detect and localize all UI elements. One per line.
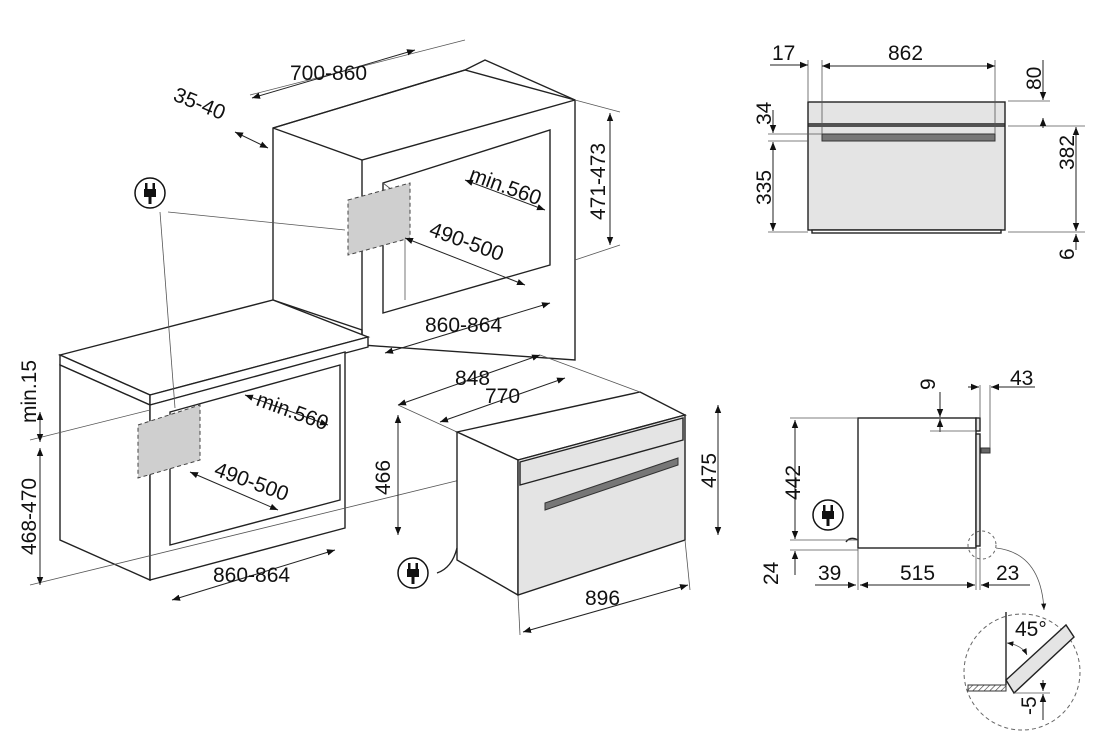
dim-front-plinth: 6 — [1056, 248, 1079, 260]
dim-side-door-depth: 43 — [1010, 367, 1033, 390]
dim-detail-offset: -5 — [1018, 696, 1041, 715]
dim-oven-depth-outer: 848 — [455, 367, 490, 390]
worktop-and-base-cabinet — [57, 299, 371, 582]
dim-oven-depth-inner: 770 — [485, 385, 520, 408]
dim-front-door-height: 382 — [1056, 135, 1079, 170]
dim-side-height: 442 — [782, 465, 805, 500]
dim-oven-body-height: 466 — [372, 460, 395, 495]
dim-front-handle-gap: 34 — [753, 101, 776, 125]
plug-icon — [397, 557, 429, 589]
dim-lower-height: 468-470 — [18, 478, 41, 555]
dim-lower-clearance: min.15 — [18, 360, 41, 423]
dim-lower-niche-front: 860-864 — [213, 564, 290, 587]
dim-front-left-offset: 17 — [772, 42, 795, 65]
dim-side-back-offset: 39 — [818, 562, 841, 585]
oven-handle — [544, 457, 679, 511]
oven-side-view — [845, 417, 991, 549]
dim-side-top-gap: 9 — [917, 378, 940, 390]
oven-front-view — [807, 101, 1006, 234]
dim-top-depth: 700-860 — [290, 62, 367, 85]
lower-socket-area — [137, 404, 201, 479]
dim-front-width: 862 — [888, 42, 923, 65]
dim-oven-front-height: 475 — [698, 453, 721, 488]
dim-side-door-thickness: 23 — [996, 562, 1019, 585]
dim-side-depth: 515 — [900, 562, 935, 585]
dim-front-lower-height: 335 — [753, 170, 776, 205]
dim-oven-front-width: 896 — [585, 587, 620, 610]
dim-front-top-panel: 80 — [1023, 67, 1046, 90]
front-handle — [821, 133, 996, 142]
hinge-detail — [963, 612, 1081, 731]
tall-cabinet — [272, 59, 576, 361]
oven-perspective — [436, 391, 687, 597]
dim-top-gap: 35-40 — [170, 83, 228, 124]
dim-upper-niche-height: 471-473 — [587, 143, 610, 220]
dim-upper-niche-front: 860-864 — [425, 314, 502, 337]
plug-icon — [134, 177, 166, 209]
dim-side-bottom: 24 — [760, 561, 783, 585]
dim-detail-angle: 45° — [1015, 618, 1047, 641]
plug-icon — [812, 499, 844, 531]
